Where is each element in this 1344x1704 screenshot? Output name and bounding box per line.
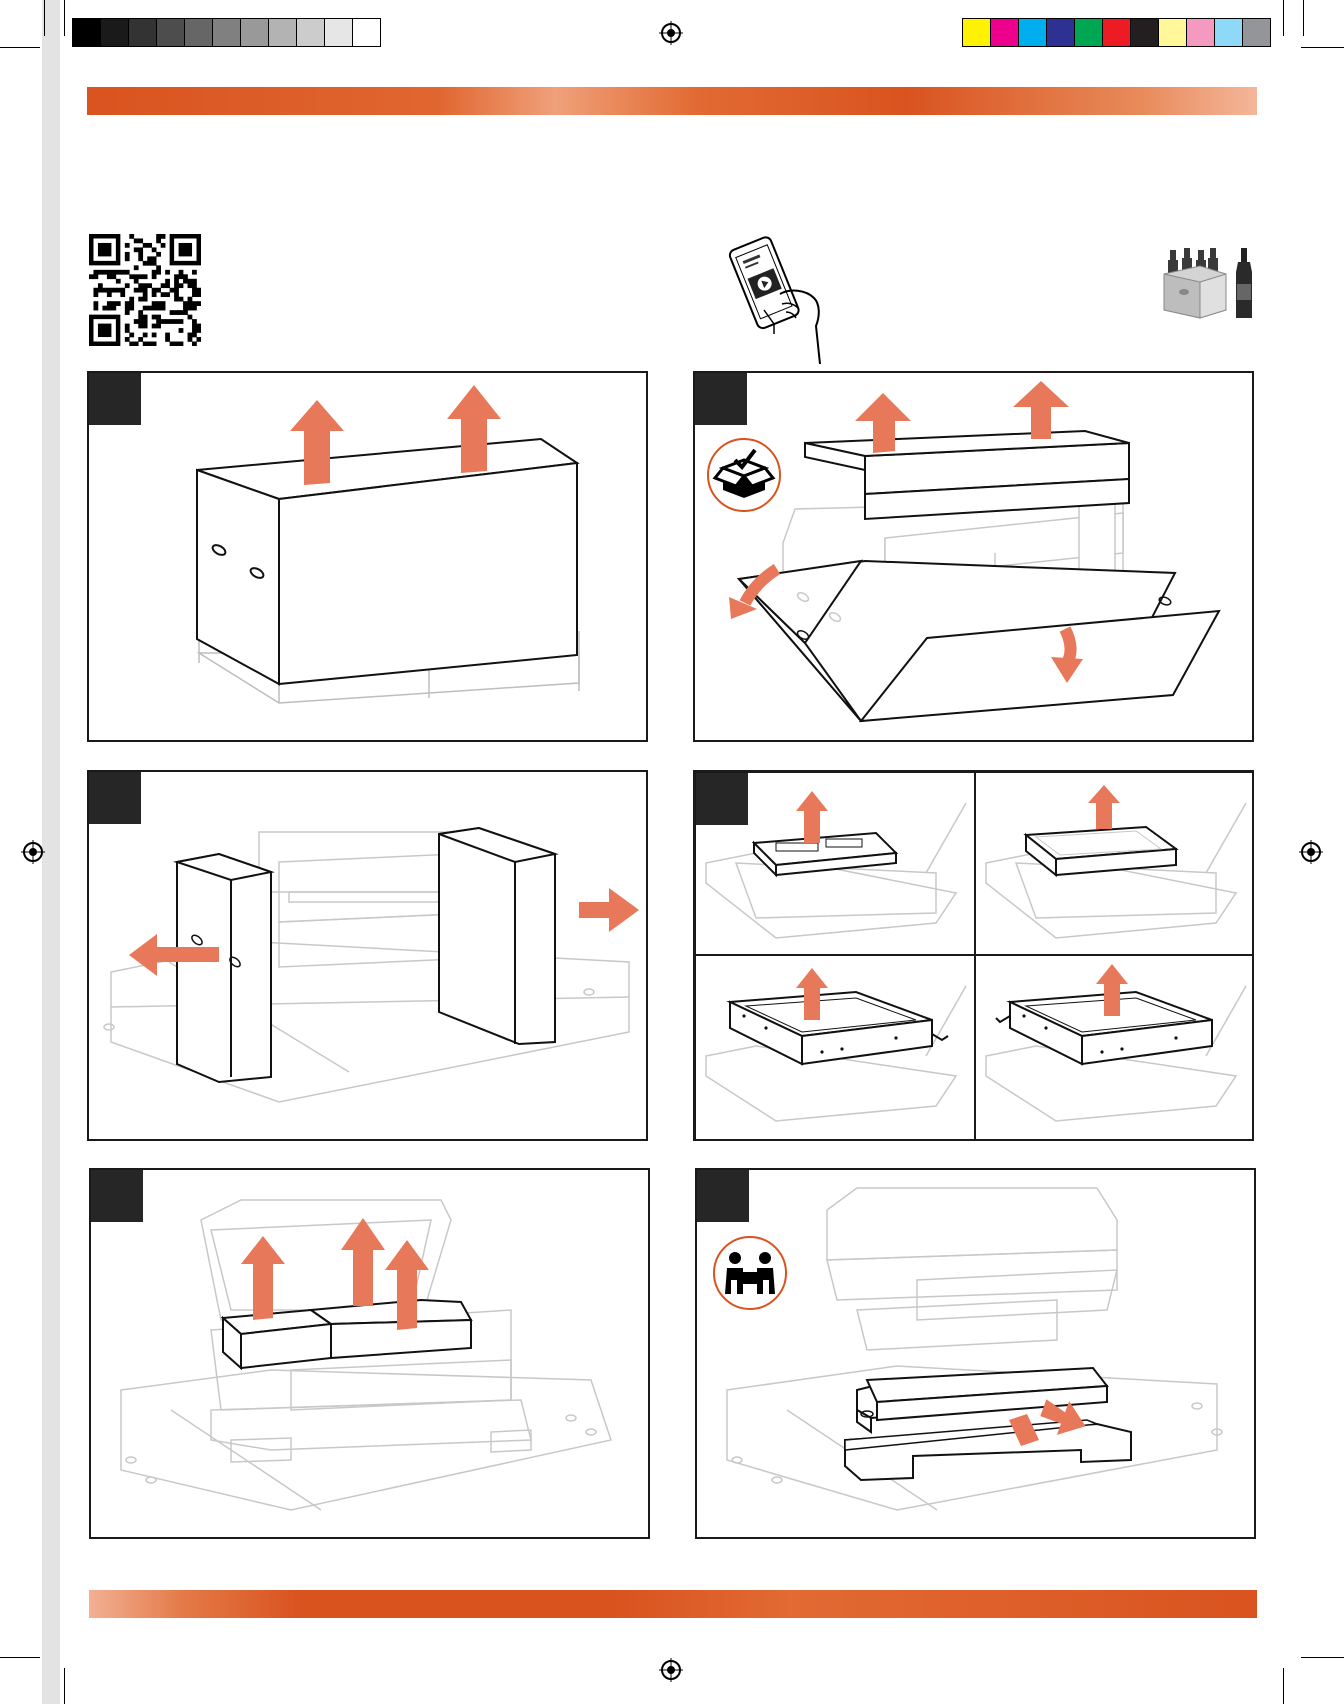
color-swatch bbox=[1215, 19, 1243, 46]
registration-target-icon bbox=[1299, 840, 1323, 864]
color-swatch bbox=[1131, 19, 1159, 46]
phone-video-icon bbox=[728, 232, 838, 364]
color-swatch bbox=[1159, 19, 1187, 46]
gray-swatch bbox=[325, 19, 353, 46]
step-6-panel bbox=[695, 1168, 1256, 1539]
color-swatch bbox=[991, 19, 1019, 46]
color-swatch bbox=[1047, 19, 1075, 46]
six-pack-beer-icon bbox=[1160, 244, 1260, 322]
step-2-illustration bbox=[695, 373, 1254, 742]
gray-swatch bbox=[157, 19, 185, 46]
gray-swatch bbox=[185, 19, 213, 46]
step-4a-subpanel bbox=[695, 772, 975, 955]
registration-target-icon bbox=[659, 1658, 683, 1682]
step-4-marker bbox=[696, 773, 748, 825]
step-6-illustration bbox=[697, 1170, 1256, 1539]
gray-swatch bbox=[73, 19, 101, 46]
step-1-panel bbox=[87, 371, 648, 742]
step-4b-subpanel bbox=[975, 772, 1254, 955]
gray-swatch bbox=[101, 19, 129, 46]
color-swatch bbox=[1187, 19, 1215, 46]
gray-swatch bbox=[297, 19, 325, 46]
color-swatch bbox=[1103, 19, 1131, 46]
step-2-panel bbox=[693, 371, 1254, 742]
footer-accent-band bbox=[89, 1590, 1257, 1618]
step-4c-subpanel bbox=[695, 955, 975, 1141]
step-5-panel bbox=[89, 1168, 650, 1539]
step-1-illustration bbox=[89, 373, 648, 742]
step-4-panel bbox=[693, 770, 1254, 1141]
gray-swatch bbox=[269, 19, 297, 46]
gray-swatch bbox=[241, 19, 269, 46]
grayscale-color-bar bbox=[72, 18, 381, 47]
color-swatch bbox=[963, 19, 991, 46]
gray-swatch bbox=[353, 19, 380, 46]
qr-code-icon[interactable] bbox=[89, 234, 201, 346]
header-accent-band bbox=[87, 87, 1257, 115]
registration-target-icon bbox=[659, 21, 683, 45]
step-3-illustration bbox=[89, 772, 648, 1141]
color-swatch bbox=[1019, 19, 1047, 46]
gray-swatch bbox=[213, 19, 241, 46]
process-color-bar bbox=[962, 18, 1271, 47]
step-4d-subpanel bbox=[975, 955, 1254, 1141]
color-swatch bbox=[1075, 19, 1103, 46]
registration-target-icon bbox=[21, 840, 45, 864]
color-swatch bbox=[1243, 19, 1270, 46]
gray-swatch bbox=[129, 19, 157, 46]
step-5-illustration bbox=[91, 1170, 650, 1539]
step-3-panel bbox=[87, 770, 648, 1141]
